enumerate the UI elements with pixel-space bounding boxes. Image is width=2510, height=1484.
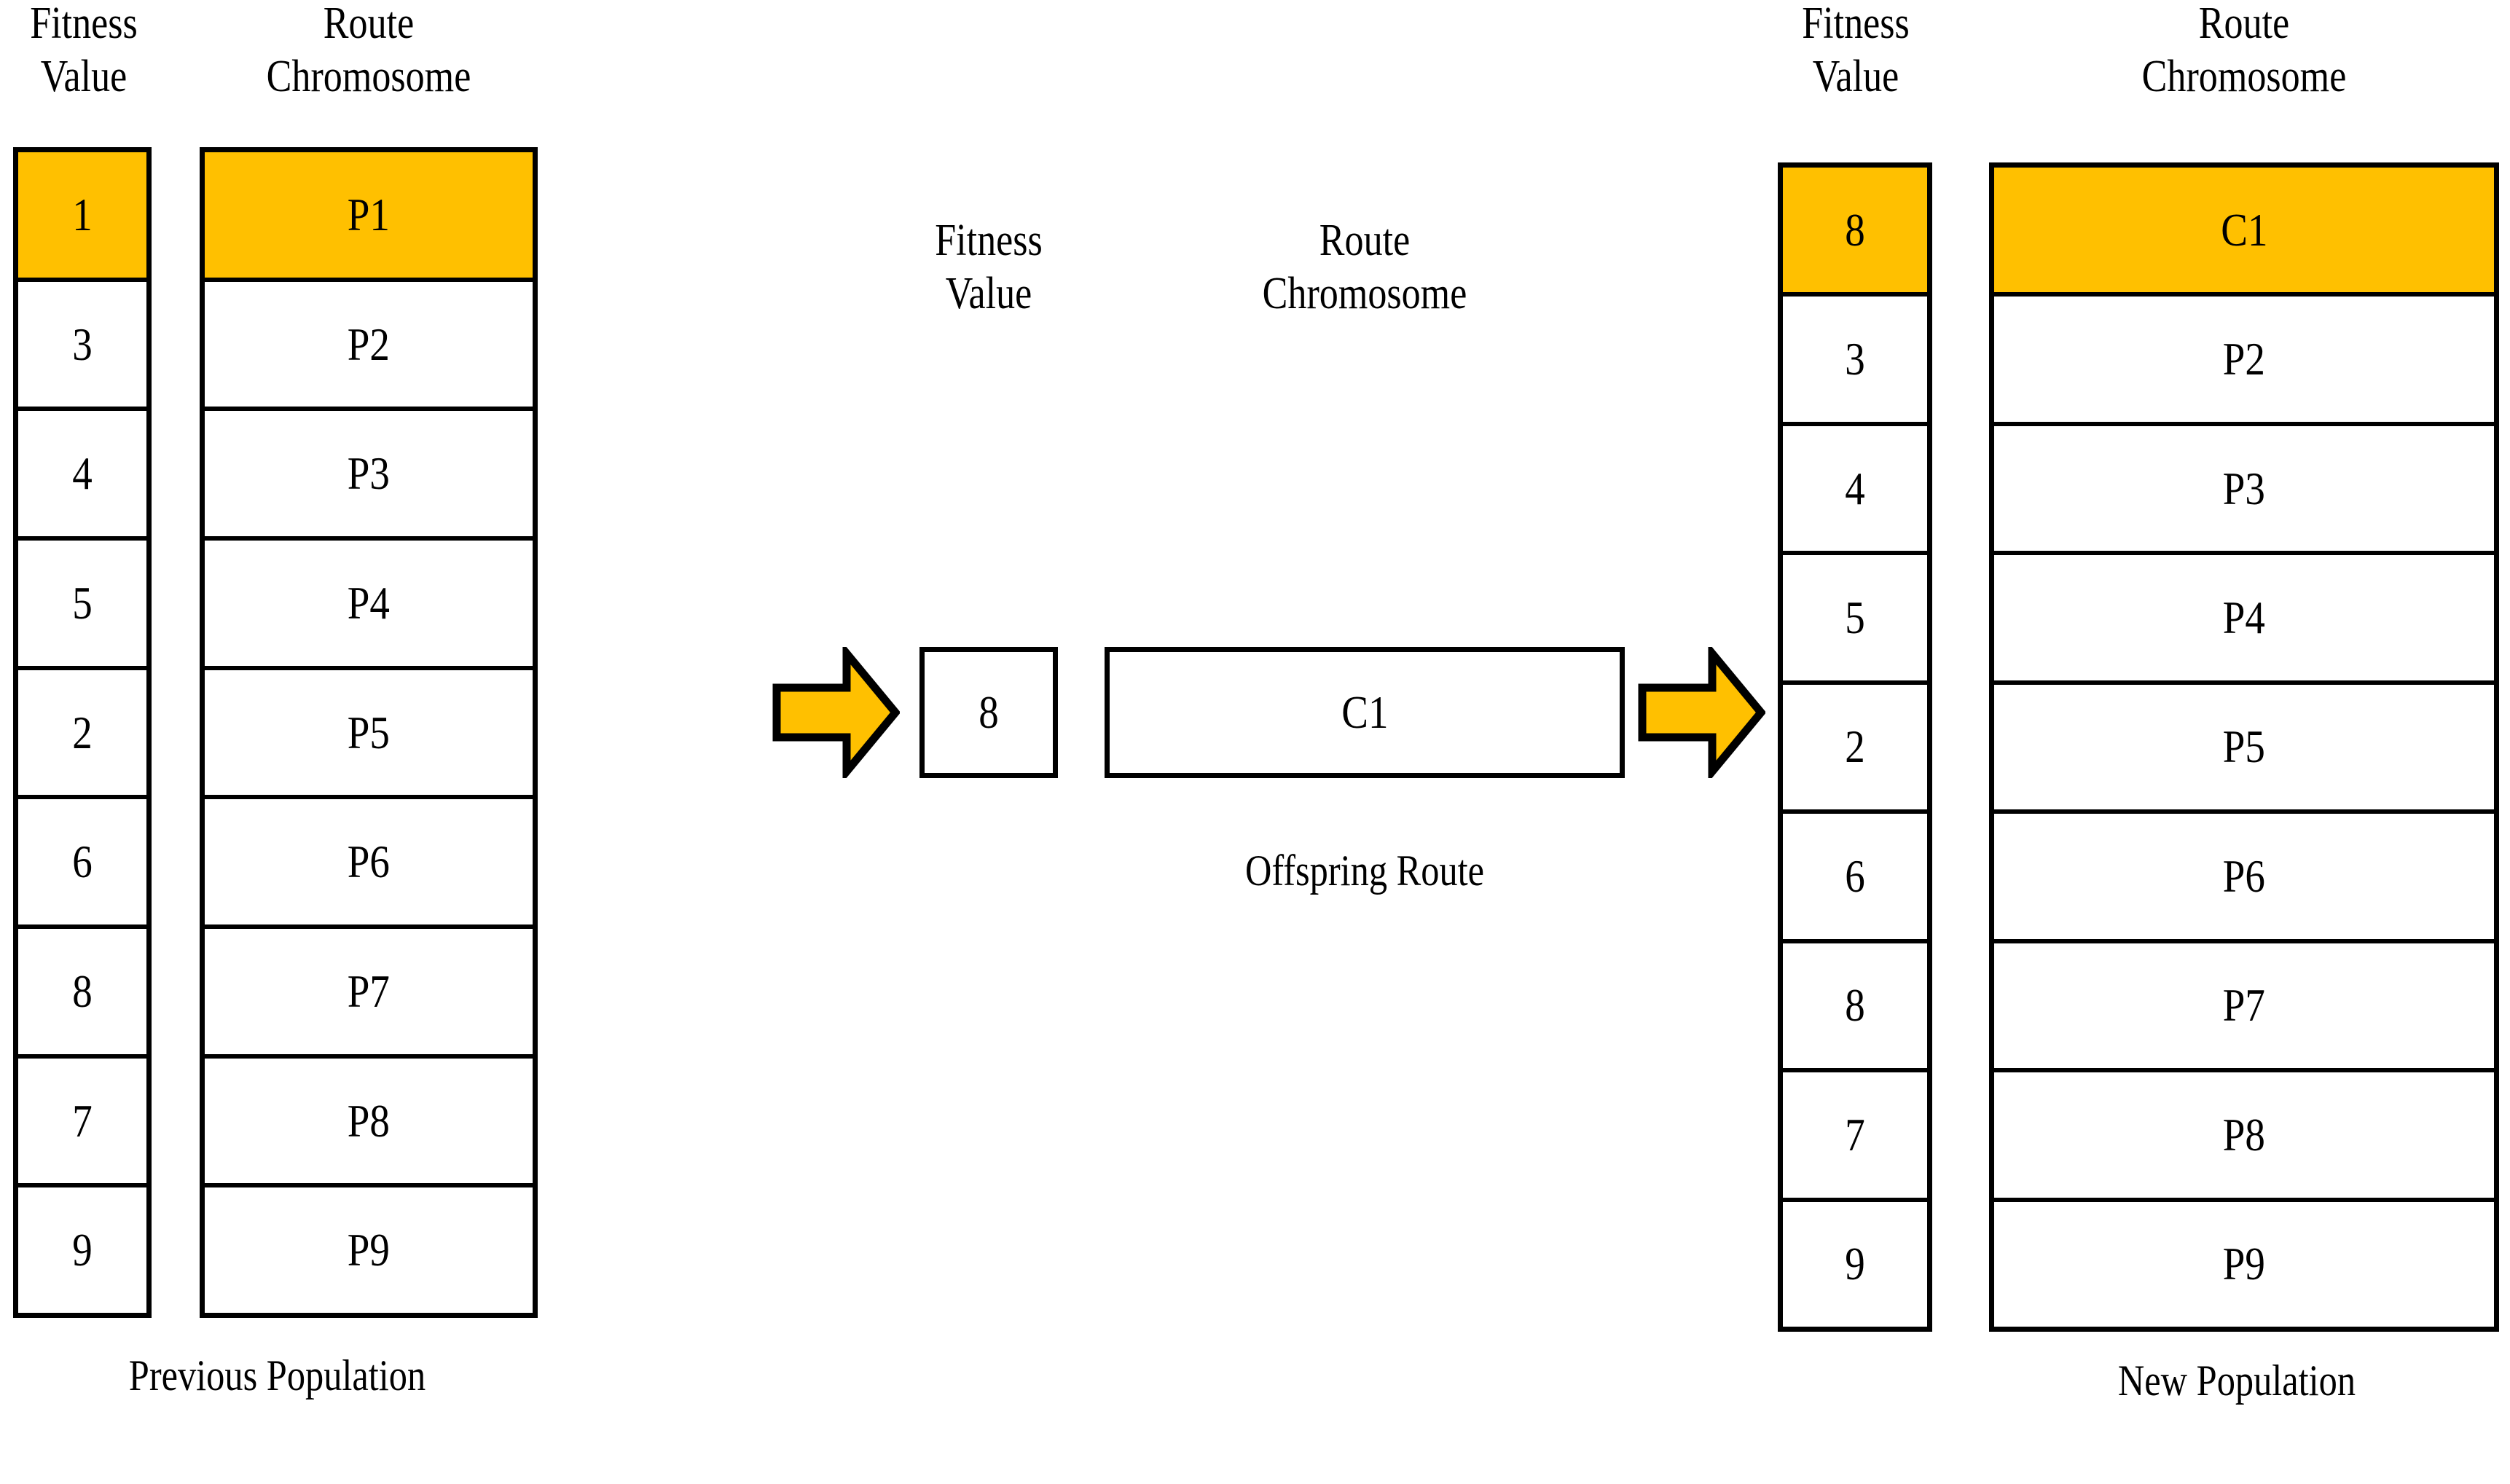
new-fitness-cell: 8 [1783, 168, 1927, 297]
previous-population-caption: Previous Population [128, 1351, 426, 1399]
previous-fitness-cell: 4 [18, 411, 146, 541]
new-fitness-value: 8 [1845, 979, 1865, 1032]
offspring-fitness-header: Fitness Value [935, 216, 1043, 319]
previous-fitness-cell: 1 [18, 152, 146, 282]
previous-route-cell: P2 [205, 281, 533, 412]
previous-route-cell: P3 [205, 411, 533, 541]
previous-route-value: P4 [347, 576, 391, 629]
new-route-value: C1 [2220, 203, 2268, 256]
offspring-fitness-value: 8 [978, 686, 999, 738]
new-route-value: P5 [2222, 721, 2266, 773]
previous-fitness-cell: 2 [18, 670, 146, 800]
previous-fitness-value: 6 [72, 836, 93, 888]
new-fitness-value: 9 [1845, 1238, 1865, 1290]
new-fitness-value: 7 [1845, 1108, 1865, 1161]
previous-route-cell: P4 [205, 541, 533, 670]
new-route-cell: P4 [1994, 555, 2494, 685]
offspring-route-header: Route Chromosome [1262, 216, 1467, 319]
previous-fitness-cell: 3 [18, 281, 146, 412]
new-route-cell: P7 [1994, 943, 2494, 1073]
previous-fitness-cell: 9 [18, 1187, 146, 1314]
new-route-value: P6 [2222, 849, 2266, 902]
new-fitness-cell: 6 [1783, 814, 1927, 943]
previous-fitness-header: Fitness Value [30, 0, 138, 102]
new-route-header: Route Chromosome [2141, 0, 2347, 102]
previous-fitness-cell: 8 [18, 929, 146, 1059]
previous-fitness-value: 1 [72, 188, 93, 240]
arrow-right-icon-right [1638, 647, 1765, 778]
previous-route-value: P5 [347, 706, 391, 758]
new-route-cell: P5 [1994, 684, 2494, 814]
previous-route-value: P6 [347, 836, 391, 888]
previous-fitness-column: 1 3 4 5 2 6 8 7 9 [13, 147, 152, 1318]
previous-route-cell: P1 [205, 152, 533, 282]
offspring-route-value: C1 [1341, 686, 1389, 738]
new-fitness-cell: 7 [1783, 1072, 1927, 1202]
previous-route-value: P2 [347, 318, 391, 370]
previous-fitness-value: 5 [72, 576, 93, 629]
new-route-cell: P2 [1994, 297, 2494, 426]
previous-fitness-value: 9 [72, 1224, 93, 1276]
previous-fitness-value: 8 [72, 965, 93, 1017]
previous-fitness-value: 7 [72, 1094, 93, 1147]
new-route-value: P7 [2222, 979, 2266, 1032]
new-route-value: P8 [2222, 1108, 2266, 1161]
previous-route-cell: P7 [205, 929, 533, 1059]
new-route-cell: P9 [1994, 1201, 2494, 1327]
previous-route-value: P7 [347, 965, 391, 1017]
offspring-route-box: C1 [1105, 647, 1625, 778]
new-route-value: P3 [2222, 462, 2266, 514]
new-fitness-cell: 4 [1783, 425, 1927, 556]
new-fitness-cell: 8 [1783, 943, 1927, 1073]
new-fitness-value: 8 [1845, 203, 1865, 256]
new-route-value: P9 [2222, 1238, 2266, 1290]
previous-fitness-cell: 5 [18, 541, 146, 670]
new-route-cell: P8 [1994, 1072, 2494, 1202]
new-route-cell: P6 [1994, 814, 2494, 943]
new-route-value: P4 [2222, 592, 2266, 644]
new-fitness-cell: 2 [1783, 684, 1927, 814]
new-fitness-cell: 9 [1783, 1201, 1927, 1327]
new-fitness-header: Fitness Value [1802, 0, 1910, 102]
previous-fitness-value: 4 [72, 447, 93, 500]
new-fitness-column: 8 3 4 5 2 6 8 7 9 [1778, 162, 1932, 1332]
arrow-right-icon-left [772, 647, 900, 778]
previous-fitness-value: 3 [72, 318, 93, 370]
previous-route-value: P8 [347, 1094, 391, 1147]
new-fitness-cell: 5 [1783, 555, 1927, 685]
previous-route-cell: P8 [205, 1058, 533, 1188]
previous-route-cell: P5 [205, 670, 533, 800]
new-fitness-value: 3 [1845, 333, 1865, 385]
previous-fitness-cell: 6 [18, 799, 146, 930]
new-fitness-value: 5 [1845, 592, 1865, 644]
offspring-fitness-box: 8 [919, 647, 1058, 778]
previous-route-value: P3 [347, 447, 391, 500]
previous-route-value: P9 [347, 1224, 391, 1276]
previous-route-header: Route Chromosome [266, 0, 471, 102]
new-fitness-cell: 3 [1783, 297, 1927, 426]
previous-fitness-cell: 7 [18, 1058, 146, 1188]
previous-fitness-value: 2 [72, 706, 93, 758]
previous-route-cell: P9 [205, 1187, 533, 1314]
new-route-value: P2 [2222, 333, 2266, 385]
new-fitness-value: 2 [1845, 721, 1865, 773]
new-route-cell: C1 [1994, 168, 2494, 297]
offspring-route-caption: Offspring Route [1244, 847, 1485, 895]
new-population-caption: New Population [2117, 1357, 2356, 1405]
new-fitness-value: 4 [1845, 462, 1865, 514]
new-route-cell: P3 [1994, 425, 2494, 556]
previous-route-value: P1 [347, 188, 391, 240]
previous-route-cell: P6 [205, 799, 533, 930]
new-fitness-value: 6 [1845, 849, 1865, 902]
